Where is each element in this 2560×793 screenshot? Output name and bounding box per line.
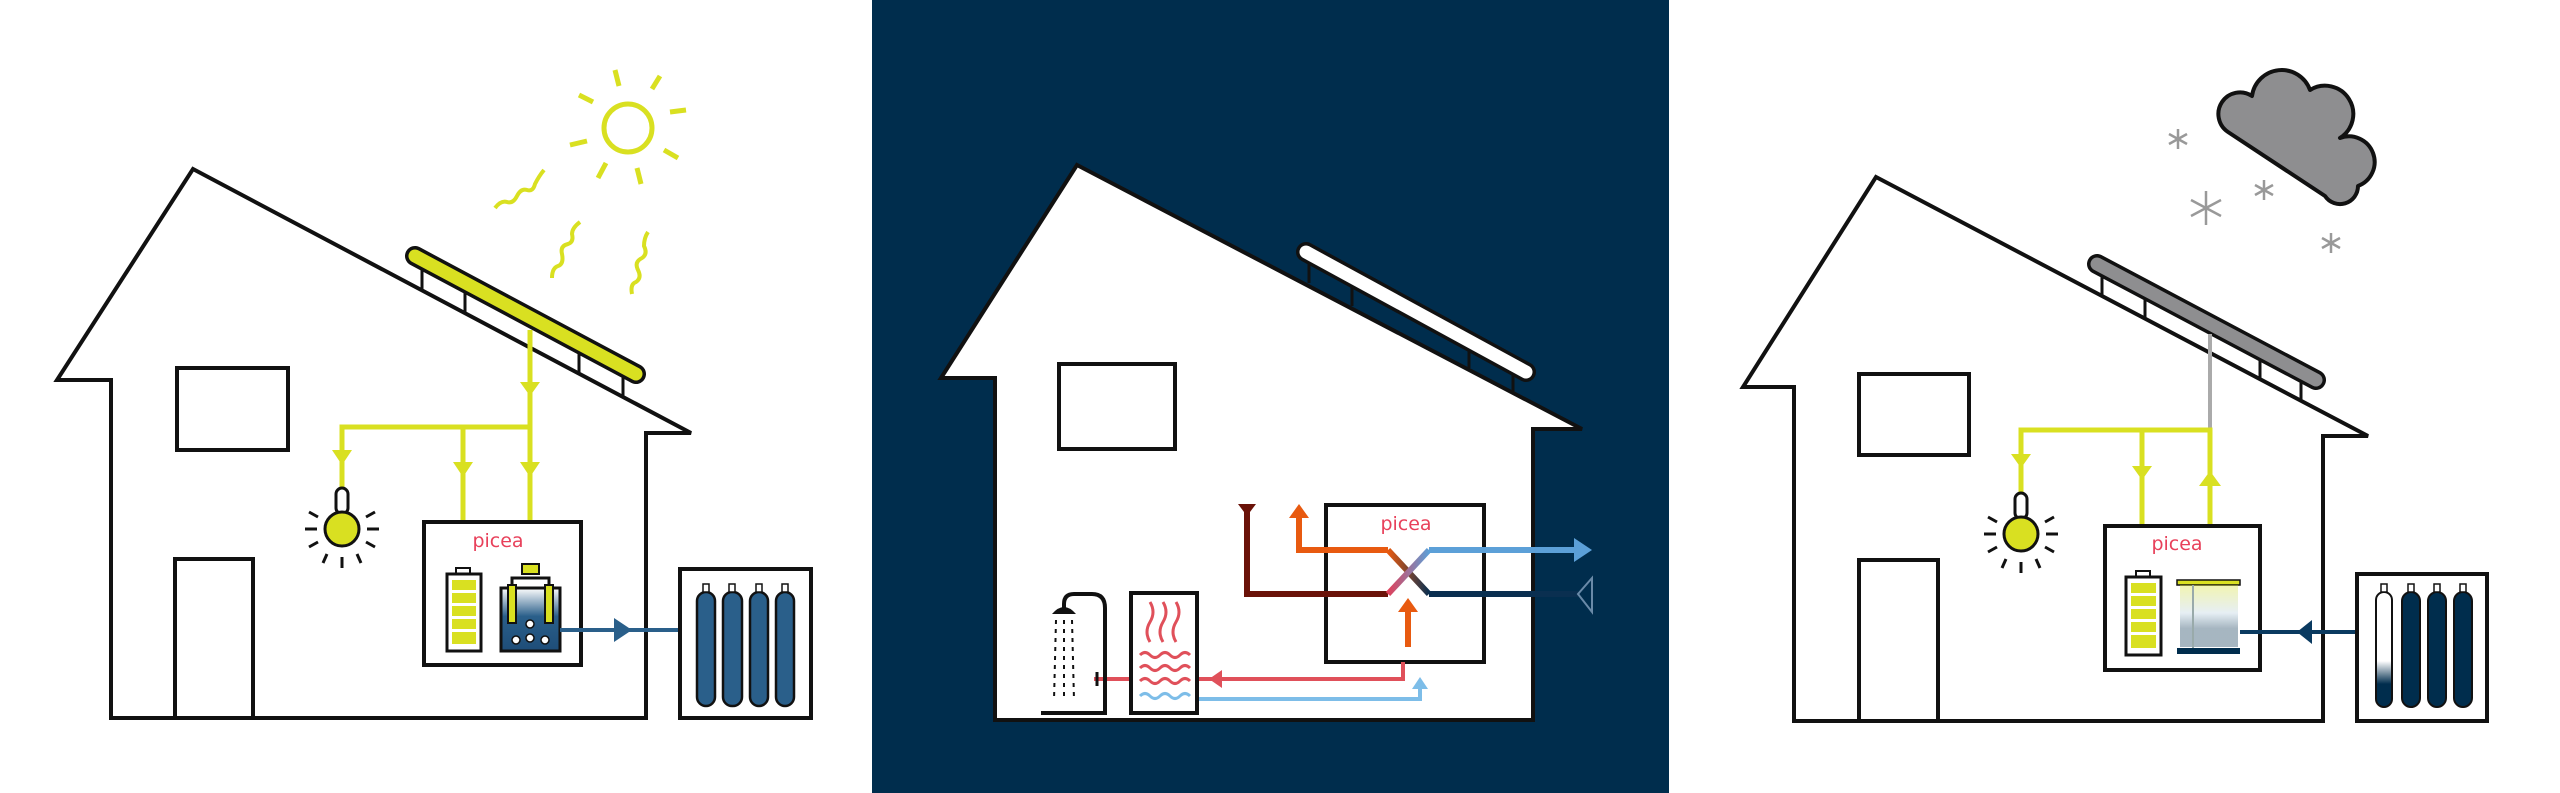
cloud-icon xyxy=(2216,68,2377,207)
battery-icon xyxy=(2124,570,2163,657)
arrow-left-icon xyxy=(2297,620,2312,644)
air-intake-icon xyxy=(1576,575,1593,615)
arrow-up-icon xyxy=(2199,471,2221,486)
window xyxy=(175,366,290,452)
arrow-down-icon xyxy=(520,382,540,396)
house-outline xyxy=(53,166,692,720)
panel-heat-recovery: picea xyxy=(872,0,1669,793)
sun-rays-icon xyxy=(493,168,650,295)
window xyxy=(1857,372,1971,457)
hydrogen-flow xyxy=(2240,620,2357,644)
shower-icon xyxy=(1041,592,1107,715)
hot-water-tank-icon xyxy=(1129,591,1199,715)
arrow-up-icon xyxy=(1289,504,1309,518)
battery-icon xyxy=(445,567,483,653)
arrow-right-icon xyxy=(1574,538,1592,562)
picea-unit: picea xyxy=(2103,524,2262,672)
window xyxy=(1057,362,1177,451)
arrow-up-icon xyxy=(1398,598,1418,612)
arrow-down-icon xyxy=(1238,504,1256,516)
hydrogen-storage xyxy=(678,567,813,720)
fuel-cell-icon xyxy=(2176,579,2241,654)
snowflake-icon xyxy=(2168,129,2341,253)
house-outline xyxy=(1739,174,2369,723)
picea-logo: picea xyxy=(2151,533,2202,555)
arrow-up-icon xyxy=(1412,677,1428,689)
arrow-down-icon xyxy=(453,462,473,477)
arrow-down-icon xyxy=(2132,466,2152,480)
picea-unit: picea xyxy=(422,520,583,667)
arrow-left-icon xyxy=(1209,670,1222,688)
door xyxy=(173,557,255,720)
electrolyser-icon xyxy=(499,563,562,653)
arrow-down-icon xyxy=(520,462,540,477)
arrow-right-icon xyxy=(614,618,632,642)
arrow-down-icon xyxy=(2011,454,2031,468)
solar-panel xyxy=(405,246,646,398)
light-bulb-icon xyxy=(305,486,379,568)
hydrogen-storage xyxy=(2355,572,2489,723)
picea-logo: picea xyxy=(472,530,523,552)
solar-panel xyxy=(1296,242,1536,392)
light-bulb-icon xyxy=(1984,491,2058,573)
extract-air-line xyxy=(1244,512,1388,597)
arrow-down-icon xyxy=(332,450,352,465)
sun-icon xyxy=(569,69,687,185)
solar-panel xyxy=(2087,254,2326,401)
panel-sunny: picea xyxy=(53,69,813,720)
air-flows xyxy=(1238,504,1593,647)
panel-winter: picea xyxy=(1739,68,2489,723)
hydrogen-flow xyxy=(560,618,680,642)
supply-air-line xyxy=(1296,516,1388,553)
picea-logo: picea xyxy=(1380,513,1431,535)
door xyxy=(1857,558,1940,723)
